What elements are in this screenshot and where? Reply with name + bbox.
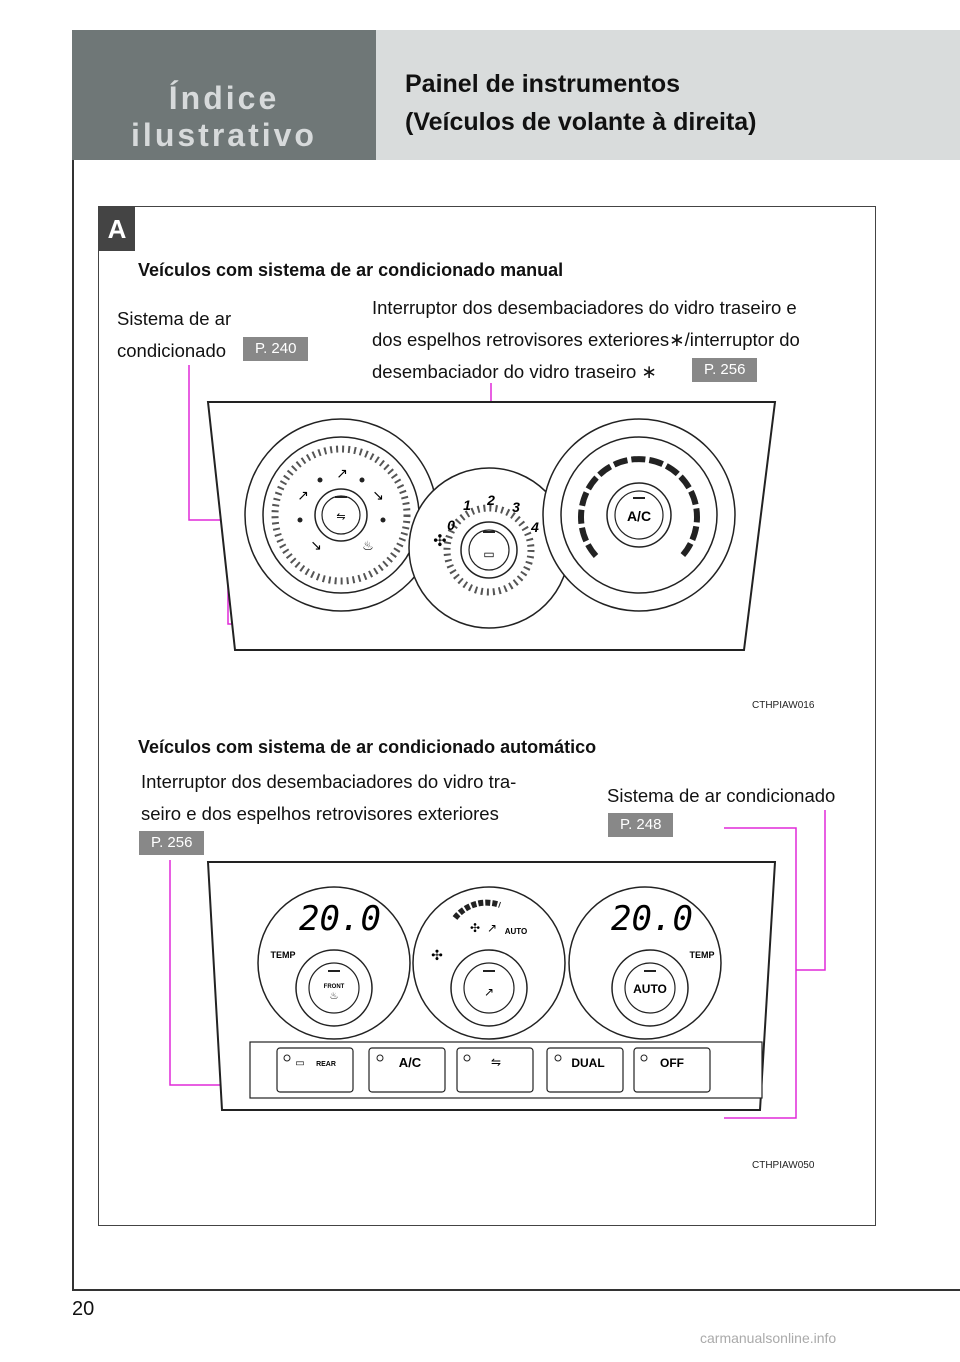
- fan-speed-label: 3: [512, 499, 520, 515]
- page-title-line1: Painel de instrumentos: [405, 70, 681, 98]
- rear-defogger-icon: ▭: [483, 547, 494, 561]
- mode-button[interactable]: [463, 962, 515, 1014]
- auto-button-label: AUTO: [633, 982, 667, 996]
- ac-button[interactable]: A/C: [627, 508, 651, 524]
- auto-defog-line1: Interruptor dos desembaciadores do vidro…: [141, 771, 517, 792]
- recirculation-icon: ⇋: [336, 510, 345, 523]
- section-badge: A: [99, 207, 135, 251]
- auto-ac-callout: [796, 810, 826, 971]
- foot-defrost-icon: ↘: [372, 488, 384, 504]
- fan-speed-label: 2: [486, 492, 495, 508]
- front-defroster-button[interactable]: [308, 962, 360, 1014]
- auto-defog-line2: seiro e dos espelhos retrovisores exteri…: [141, 803, 499, 824]
- section-title: Índice ilustrativo: [131, 80, 317, 153]
- page-left-rule: [72, 160, 74, 1290]
- auto-button[interactable]: [624, 962, 676, 1014]
- page-bottom-rule: [72, 1289, 960, 1291]
- front-label: FRONT: [324, 984, 345, 990]
- auto-defog-ref-wrap: P. 256: [139, 831, 205, 855]
- manual-defog-ref-wrap: P. 256: [692, 358, 758, 382]
- fan-level-display: [452, 899, 502, 920]
- recirculation-icon: ⇋: [491, 1055, 501, 1069]
- manual-defog-page-ref[interactable]: P. 256: [692, 358, 758, 382]
- defog-icon: ▭: [295, 1058, 304, 1069]
- manual-defog-line2: dos espelhos retrovisores exteriores∗/in…: [372, 329, 800, 350]
- manual-defog-line1: Interruptor dos desembaciadores do vidro…: [372, 297, 797, 318]
- auto-heading: Veículos com sistema de ar condicionado …: [138, 737, 597, 757]
- right-temp-display: 20.0: [611, 899, 693, 939]
- fan-icon: ✣: [433, 531, 446, 550]
- fan-display-icon: ✣: [470, 921, 480, 935]
- watermark: carmanualsonline.info: [700, 1330, 837, 1346]
- off-button[interactable]: [633, 1047, 711, 1093]
- rear-defogger-mirror-button[interactable]: [276, 1047, 354, 1093]
- airflow-icon: ↗: [484, 985, 494, 999]
- left-temp-display: 20.0: [299, 899, 381, 939]
- manual-figure-code: CTHPIAW016: [752, 700, 815, 711]
- fan-speed-label: 0: [447, 517, 455, 533]
- foot-vent-icon: ↘: [310, 538, 322, 554]
- auto-ac-ref-wrap: P. 248: [608, 813, 674, 837]
- auto-figure-code: CTHPIAW050: [752, 1160, 815, 1171]
- manual-ac-label-line1: Sistema de ar: [117, 308, 232, 329]
- dual-label: DUAL: [571, 1056, 604, 1070]
- fan-speed-label: 4: [530, 519, 539, 535]
- right-temp-label: TEMP: [689, 950, 714, 960]
- rear-defogger-button[interactable]: [468, 529, 510, 571]
- auto-ac-label: Sistema de ar condicionado: [607, 785, 836, 806]
- content-box: [98, 206, 876, 1226]
- strip-ac-label: A/C: [399, 1055, 422, 1070]
- manual-ac-page-ref[interactable]: P. 240: [243, 337, 309, 361]
- manual-ac-ref-wrap: P. 240: [243, 337, 309, 361]
- manual-ac-label-line2: condicionado: [117, 340, 227, 361]
- fan-icon: ✣: [431, 948, 443, 964]
- header-title-bg: [376, 30, 960, 160]
- header-section-bg: [72, 30, 376, 160]
- recirculation-button[interactable]: [456, 1047, 534, 1093]
- fan-speed-label: 1: [463, 497, 471, 513]
- manual-defog-line3: desembaciador do vidro traseiro ∗: [372, 361, 657, 382]
- auto-ac-bracket: [724, 827, 797, 1119]
- face-vent-icon: ↗: [336, 466, 348, 482]
- auto-ac-page-ref[interactable]: P. 248: [608, 813, 674, 837]
- rear-label: REAR: [316, 1061, 336, 1068]
- manual-heading: Veículos com sistema de ar condicionado …: [138, 260, 564, 280]
- off-label: OFF: [660, 1056, 684, 1070]
- auto-mode-indicator: AUTO: [505, 927, 528, 936]
- strip-ac-button[interactable]: [368, 1047, 446, 1093]
- temperature-scale: [578, 456, 700, 559]
- page-title-line2: (Veículos de volante à direita): [405, 108, 757, 136]
- windshield-defrost-icon: ♨: [362, 539, 374, 554]
- manual-ac-callout: [188, 365, 228, 521]
- dual-button[interactable]: [546, 1047, 624, 1093]
- front-defrost-icon: ♨: [330, 991, 339, 1002]
- mode-display-icon: ↗: [487, 921, 497, 935]
- page-number: 20: [72, 1298, 95, 1320]
- auto-defog-page-ref[interactable]: P. 256: [139, 831, 205, 855]
- left-temp-label: TEMP: [270, 950, 295, 960]
- bilevel-icon: ↗: [297, 488, 309, 504]
